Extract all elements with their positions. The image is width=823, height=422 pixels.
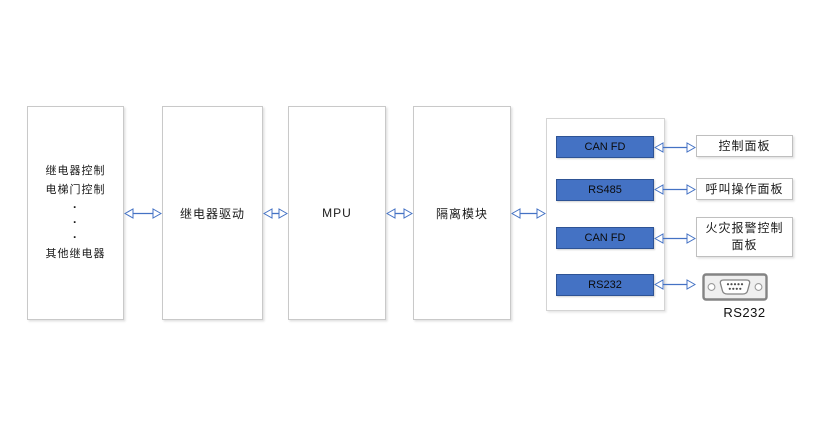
db9-pins [726,283,744,290]
bidirectional-arrow-icon [124,208,162,219]
rs485-interface: RS485 [556,179,654,201]
rs232-interface: RS232 [556,274,654,296]
relay-driver-box: 继电器驱动 [162,106,263,320]
ellipsis-dot: · [73,215,78,229]
bidirectional-arrow-icon [654,279,696,290]
call-operation-panel-box: 呼叫操作面板 [696,178,793,200]
isolation-module-box: 隔离模块 [413,106,511,320]
other-relays-label: 其他继电器 [45,248,106,260]
bidirectional-arrow-icon [654,142,696,153]
bidirectional-arrow-icon [511,208,546,219]
db9-serial-connector-icon [702,273,768,301]
bidirectional-arrow-icon [654,233,696,244]
fire-alarm-panel-label: 火灾报警控制面板 [705,221,784,252]
bidirectional-arrow-icon [386,208,413,219]
rs232-interface-label: RS232 [588,279,622,291]
relay-loads-text: 继电器控制 电梯门控制 · · · 其他继电器 [46,162,106,264]
relay-control-label: 继电器控制 [45,165,106,177]
call-operation-panel-label: 呼叫操作面板 [705,181,784,196]
rs232-caption: RS232 [723,305,766,320]
rs485-interface-label: RS485 [588,184,622,196]
relay-driver-label: 继电器驱动 [179,206,245,221]
canfd-interface-2-label: CAN FD [584,232,626,244]
canfd-interface-1-label: CAN FD [584,141,626,153]
bidirectional-arrow-icon [263,208,288,219]
mpu-label: MPU [322,206,352,220]
mpu-box: MPU [288,106,386,320]
bidirectional-arrow-icon [654,184,696,195]
ellipsis-dot: · [73,200,78,214]
isolation-module-label: 隔离模块 [435,206,488,221]
ellipsis-dot: · [73,230,78,244]
canfd-interface-2: CAN FD [556,227,654,249]
control-panel-label: 控制面板 [718,138,771,153]
relay-loads-box: 继电器控制 电梯门控制 · · · 其他继电器 [27,106,124,320]
canfd-interface-1: CAN FD [556,136,654,158]
fire-alarm-panel-box: 火灾报警控制面板 [696,217,793,257]
elevator-door-control-label: 电梯门控制 [45,184,106,196]
control-panel-box: 控制面板 [696,135,793,157]
